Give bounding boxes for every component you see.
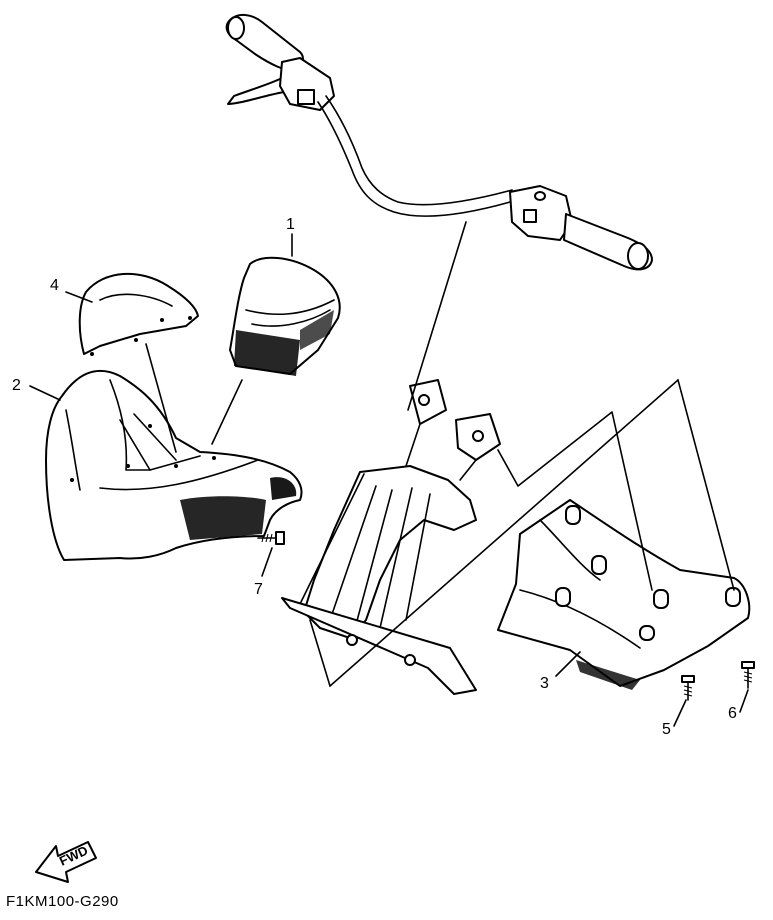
bracket-assembly: [281, 379, 501, 695]
drawing-code: F1KM100-G290: [6, 893, 119, 910]
leader-lines: [29, 221, 749, 727]
callout-4: 4: [50, 277, 59, 294]
callout-1: 1: [286, 216, 295, 233]
screw-7: [257, 531, 285, 545]
handlebar: [225, 14, 653, 271]
part-2-front-cover: [45, 369, 303, 561]
screw-6: [741, 661, 755, 689]
part-1-handle-cover: [229, 256, 341, 376]
callout-6: 6: [728, 705, 737, 722]
callout-3: 3: [540, 675, 549, 692]
part-3-rear-cover: [497, 499, 751, 690]
part-4-visor: [78, 273, 199, 356]
callout-5: 5: [662, 721, 671, 738]
fwd-arrow: [35, 841, 97, 883]
screw-5: [681, 675, 695, 701]
callout-2: 2: [12, 377, 21, 394]
callout-7: 7: [254, 581, 263, 598]
